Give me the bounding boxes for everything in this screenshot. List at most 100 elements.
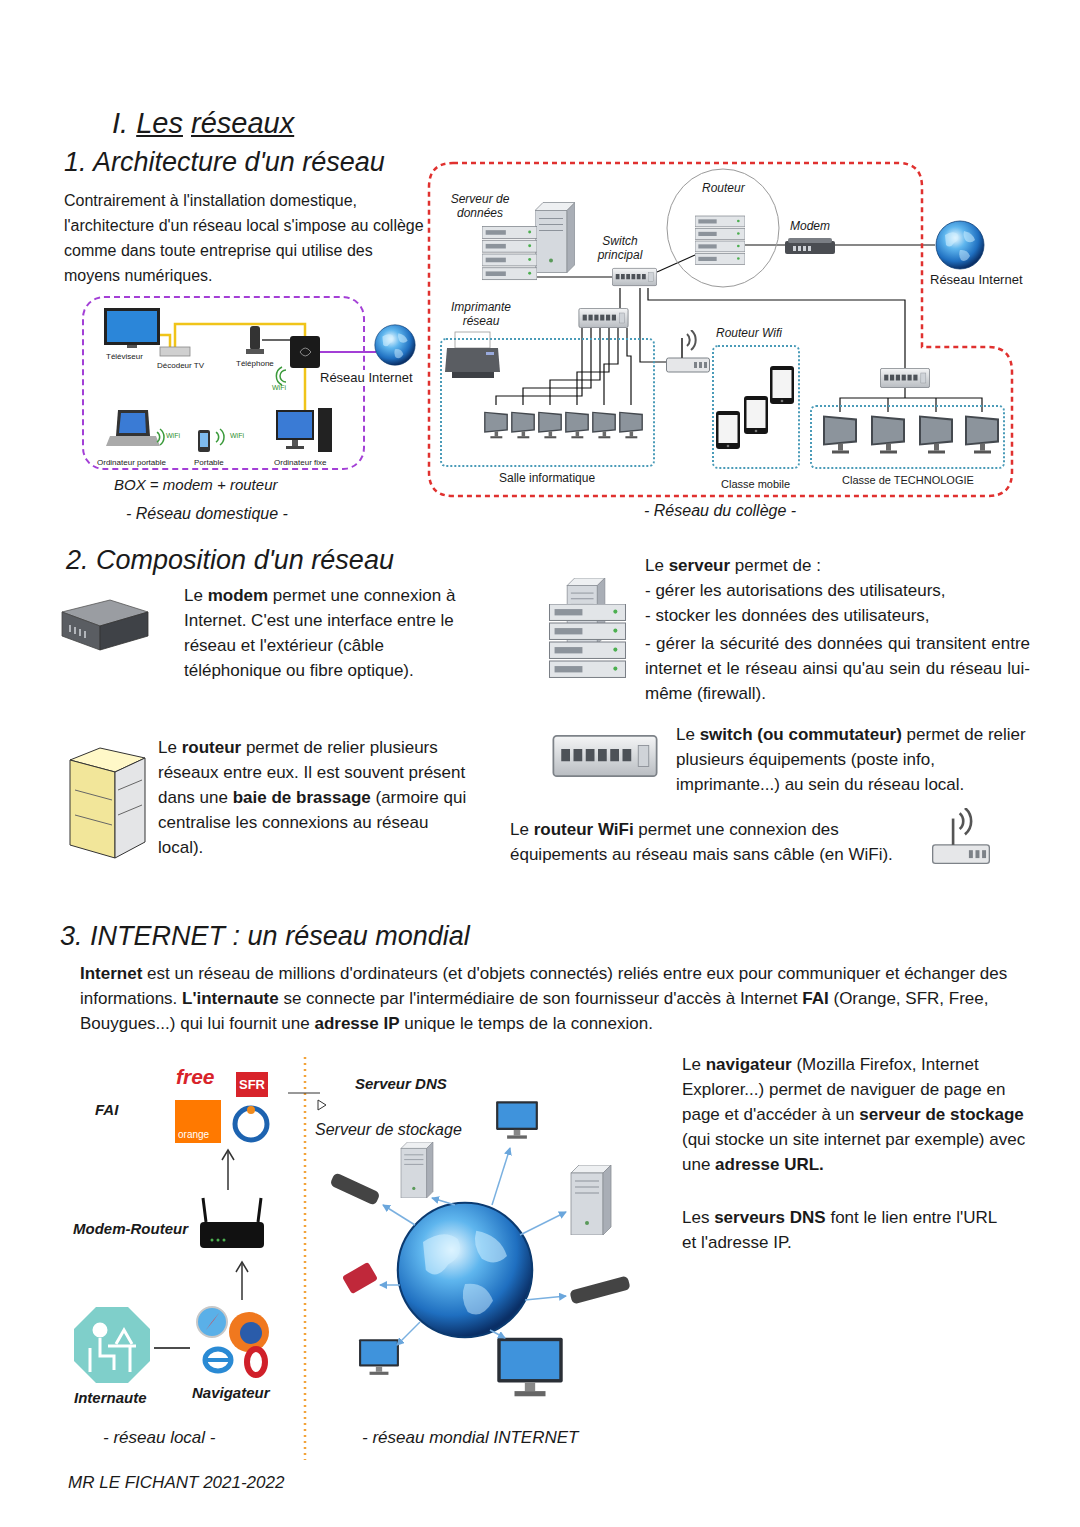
home-network-drawing (300, 348, 311, 356)
home-network-drawing (375, 325, 415, 365)
school-network-drawing (904, 388, 905, 398)
internet-drawing (100, 1338, 114, 1370)
internet-drawing (206, 1313, 219, 1330)
device-label: Serveur de données (444, 192, 516, 220)
school-network-drawing (445, 348, 500, 372)
room-zone: Salle informatique (440, 338, 655, 467)
internet-drawing (520, 1212, 566, 1235)
emphasis: URL. (784, 1155, 824, 1174)
emphasis: de (925, 1105, 945, 1124)
emphasis: commutateur) (788, 725, 901, 744)
school-network-drawing (770, 366, 794, 404)
component-icons (75, 790, 112, 800)
home-network-drawing (318, 408, 332, 452)
device-label: Switch principal (590, 234, 650, 262)
home-network-drawing (175, 324, 305, 347)
school-network-drawing (592, 412, 616, 439)
internet-drawing (236, 1262, 248, 1272)
school-network-drawing (565, 412, 589, 439)
school-network-zone-outline (429, 163, 1012, 496)
component-icons (70, 760, 115, 858)
school-network-drawing (871, 416, 905, 454)
school-network-drawing (835, 244, 935, 245)
network-label: Réseau Internet (318, 370, 415, 386)
emphasis: DNS (790, 1208, 826, 1227)
emphasis: routeur (182, 738, 242, 757)
body-text: Le routeur permet de relier plusieurs ré… (158, 735, 478, 860)
school-network-drawing (538, 412, 562, 439)
home-network-drawing (200, 433, 208, 447)
school-network-drawing (648, 288, 905, 368)
emphasis: L'internaute (182, 989, 279, 1008)
emphasis: IP (383, 1014, 399, 1033)
diagram-label: Modem-Routeur (73, 1220, 188, 1238)
list-item: - gérer les autorisations des utilisateu… (645, 581, 946, 601)
school-network-drawing (579, 308, 628, 327)
school-network-drawing (612, 268, 656, 285)
school-network-drawing (880, 368, 929, 387)
emphasis: de (271, 788, 291, 807)
school-network-drawing (619, 412, 643, 439)
school-network-drawing (695, 216, 745, 264)
internet-drawing (401, 1142, 433, 1198)
logo-text: orange (178, 1129, 209, 1141)
home-network-drawing (198, 430, 210, 452)
school-network-drawing (511, 412, 535, 439)
home-network-drawing (276, 410, 314, 440)
device-label: Routeur Wifi (716, 326, 782, 340)
body-text: Le navigateur (Mozilla Firefox, Internet… (682, 1052, 1047, 1177)
region-label: - Réseau du collège - (644, 501, 796, 520)
emphasis: brassage (296, 788, 371, 807)
internet-drawing (94, 1324, 106, 1336)
school-network-drawing (744, 396, 768, 434)
component-icons (74, 627, 76, 634)
component-icons (75, 780, 142, 825)
school-network-drawing (484, 412, 508, 439)
internet-drawing (205, 1349, 231, 1371)
internet-drawing (247, 1349, 265, 1375)
list-item: - stocker les données des utilisateurs, (645, 606, 930, 626)
internet-drawing (206, 1358, 230, 1362)
internet-drawing (200, 1222, 264, 1248)
internet-drawing (227, 1152, 229, 1190)
diagram-label: Internaute (74, 1389, 147, 1407)
home-network-drawing (119, 413, 146, 433)
internet-drawing (258, 1198, 261, 1222)
home-network-drawing (116, 410, 150, 436)
emphasis: serveurs (714, 1208, 785, 1227)
region-label: Salle informatique (499, 471, 595, 485)
home-network-drawing (160, 347, 190, 356)
school-network-drawing (445, 203, 999, 454)
emphasis: Les (136, 107, 183, 139)
home-network-drawing (220, 429, 224, 445)
home-network-drawing (290, 336, 320, 368)
school-network-drawing (716, 411, 740, 449)
school-network-drawing (535, 203, 575, 273)
body-text: Le serveur permet de : (645, 556, 821, 576)
school-network-drawing (657, 255, 695, 272)
home-network-drawing (262, 339, 290, 341)
router-zone: Routeur (666, 168, 780, 288)
internet-drawing (380, 1284, 400, 1286)
school-network-drawing (537, 276, 612, 277)
internet-drawing (432, 1198, 455, 1205)
body-text: Contrairement à l'installation domestiqu… (64, 188, 426, 288)
internet-drawing (571, 1165, 611, 1235)
device-label: Décodeur TV (157, 361, 204, 371)
internet-drawing (247, 1106, 255, 1114)
emphasis: baie (233, 788, 267, 807)
internet-drawing (342, 1262, 378, 1294)
internet-drawing (211, 1239, 214, 1242)
internet-drawing (241, 1264, 243, 1300)
internet-drawing (90, 1324, 136, 1372)
component-icons (100, 612, 148, 650)
section-heading: 3. INTERNET : un réseau mondial (60, 920, 470, 952)
device-label: Portable (194, 458, 224, 468)
school-network-drawing (936, 221, 984, 269)
internet-drawing (525, 1296, 566, 1300)
region-label: Classe mobile (721, 478, 790, 491)
home-network-drawing (127, 345, 137, 348)
body-text: Le switch (ou commutateur) permet de rel… (676, 722, 1026, 797)
home-network-drawing (276, 367, 282, 385)
emphasis: navigateur (706, 1055, 792, 1074)
